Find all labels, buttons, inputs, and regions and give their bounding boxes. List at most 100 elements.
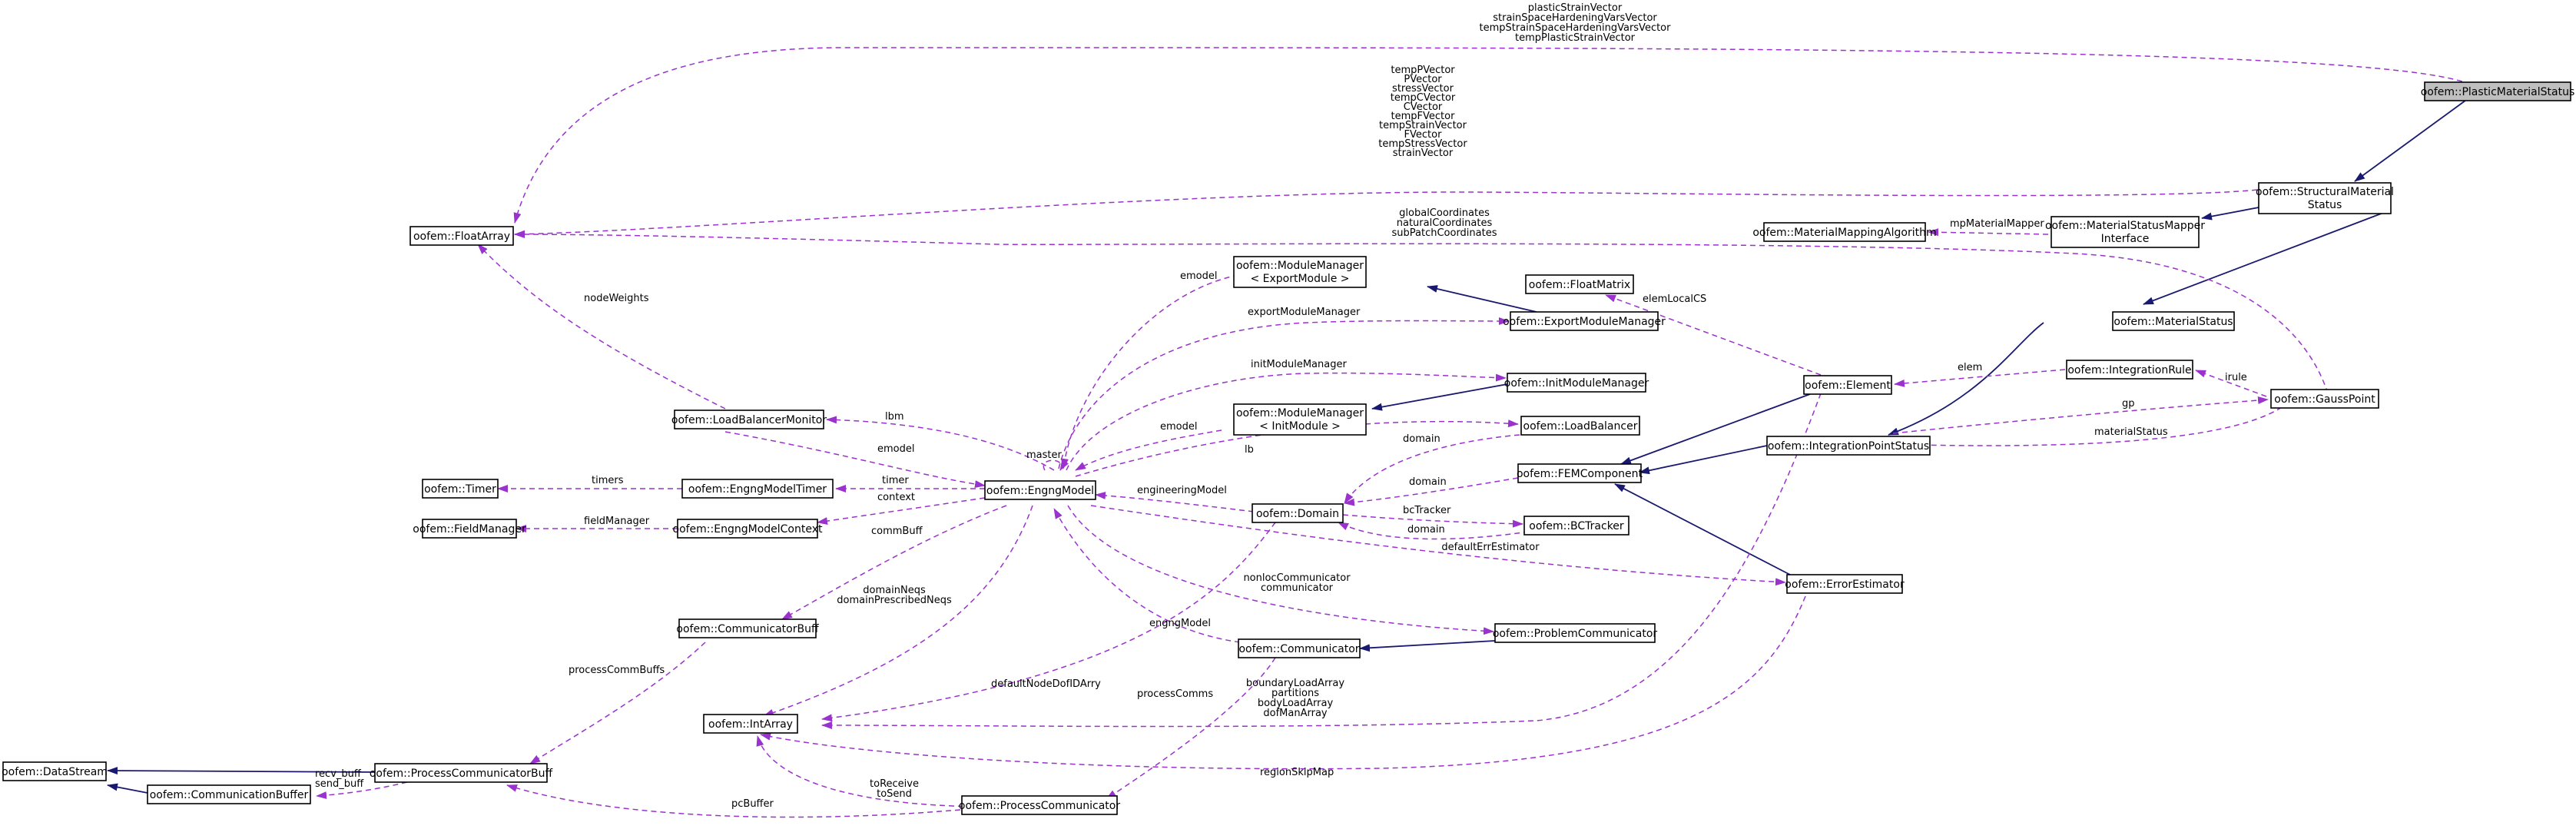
node-load-balancer[interactable]: oofem::LoadBalancer [1520, 416, 1640, 436]
label-boundary-load-0: boundaryLoadArray [1246, 678, 1344, 689]
edge-use-plastic-floatarray [513, 47, 2472, 224]
edge-inherit-problemcomm-communicator [1359, 640, 1496, 652]
label-domain-neqs-0: domainNeqs [863, 585, 926, 596]
node-problem-communicator[interactable]: oofem::ProblemCommunicator [1493, 623, 1658, 643]
label-master: master [1026, 449, 1062, 461]
edge-use-communicator-engng [1053, 508, 1241, 643]
edge-use-communicator-processcomm [1106, 657, 1276, 800]
edge-use-engng-initmm [1066, 372, 1507, 471]
svg-text:oofem::ProblemCommunicator: oofem::ProblemCommunicator [1493, 628, 1658, 640]
node-float-array[interactable]: oofem::FloatArray [409, 226, 514, 246]
edge-use-domain-engng [1095, 491, 1255, 512]
svg-text:oofem::ErrorEstimator: oofem::ErrorEstimator [1785, 579, 1905, 591]
label-struct-vectors-8: tempStressVector [1378, 138, 1467, 150]
node-domain[interactable]: oofem::Domain [1252, 503, 1344, 523]
label-plastic-vectors-1: strainSpaceHardeningVarsVector [1493, 12, 1657, 24]
edge-inherit-element-femcomponent [1620, 393, 1811, 465]
svg-text:oofem::StructuralMaterial: oofem::StructuralMaterial [2256, 186, 2394, 198]
node-export-module-manager[interactable]: oofem::ExportModuleManager [1503, 311, 1666, 331]
svg-text:< ExportModule >: < ExportModule > [1250, 273, 1349, 285]
edge-use-pcbuff-commbuffer [316, 781, 408, 800]
node-bc-tracker[interactable]: oofem::BCTracker [1523, 516, 1629, 536]
node-plastic-material-status[interactable]: oofem::PlasticMaterialStatus [2421, 81, 2575, 101]
node-communicator-buff[interactable]: oofem::CommunicatorBuff [676, 618, 819, 638]
node-engng-model-timer[interactable]: oofem::EngngModelTimer [681, 479, 834, 499]
svg-text:oofem::IntArray: oofem::IntArray [708, 718, 793, 731]
node-process-communicator[interactable]: oofem::ProcessCommunicator [959, 795, 1120, 815]
node-process-communicator-buff[interactable]: oofem::ProcessCommunicatorBuff [370, 763, 553, 783]
node-engng-model-context[interactable]: oofem::EngngModelContext [673, 519, 823, 539]
label-recv-send-0: recv_buff [315, 768, 362, 780]
label-struct-vectors-9: strainVector [1393, 148, 1454, 159]
node-timer[interactable]: oofem::Timer [422, 479, 499, 499]
edge-inherit-errorestimator-femcomponent [1614, 483, 1791, 575]
node-structural-material-status[interactable]: oofem::StructuralMaterial Status [2256, 182, 2394, 214]
node-data-stream[interactable]: oofem::DataStream [2, 761, 108, 781]
edge-use-gausspoint-integrationrule [2195, 370, 2267, 397]
label-timers: timers [592, 475, 624, 486]
label-struct-vectors-0: tempPVector [1391, 65, 1455, 76]
svg-text:oofem::ProcessCommunicatorBuff: oofem::ProcessCommunicatorBuff [370, 768, 553, 780]
node-communicator[interactable]: oofem::Communicator [1238, 638, 1361, 658]
svg-text:oofem::Domain: oofem::Domain [1256, 508, 1339, 520]
label-elem-local-cs: elemLocalCS [1643, 293, 1706, 305]
label-domain-lb: domain [1403, 433, 1441, 445]
svg-text:Status: Status [2308, 199, 2342, 211]
edge-inherit-materialstatus-ipstatus [1888, 322, 2044, 436]
node-engng-model[interactable]: oofem::EngngModel [984, 480, 1096, 500]
edge-use-element-intarray [821, 393, 1822, 730]
node-module-manager-export[interactable]: oofem::ModuleManager < ExportModule > [1233, 256, 1367, 288]
edge-use-engng-problemcomm [1067, 505, 1494, 635]
edge-use-mapper-algorithm [1928, 228, 2049, 237]
svg-text:oofem::EngngModel: oofem::EngngModel [986, 485, 1094, 497]
node-integration-point-status[interactable]: oofem::IntegrationPointStatus [1766, 436, 1931, 456]
label-struct-vectors-5: tempFVector [1391, 111, 1456, 122]
node-material-mapping-algorithm[interactable]: oofem::MaterialMappingAlgorithm [1752, 222, 1937, 242]
node-integration-rule[interactable]: oofem::IntegrationRule [2066, 360, 2193, 380]
node-error-estimator[interactable]: oofem::ErrorEstimator [1785, 574, 1905, 594]
node-float-matrix[interactable]: oofem::FloatMatrix [1525, 274, 1634, 294]
node-communication-buffer[interactable]: oofem::CommunicationBuffer [147, 784, 311, 804]
edge-use-bctracker-domain [1338, 522, 1530, 540]
label-boundary-load-1: partitions [1271, 688, 1319, 699]
node-field-manager[interactable]: oofem::FieldManager [413, 519, 526, 539]
edge-inherit-exportmm-modulemanager [1427, 285, 1537, 313]
label-plastic-vectors-2: tempStrainSpaceHardeningVarsVector [1480, 22, 1672, 34]
edge-use-lbm-floatarray [477, 244, 726, 410]
edge-use-element-floatmatrix [1605, 294, 1822, 376]
svg-text:oofem::GaussPoint: oofem::GaussPoint [2274, 393, 2375, 406]
label-export-module-manager: exportModuleManager [1248, 307, 1361, 318]
label-lb: lb [1245, 444, 1254, 456]
edge-inherit-pcbuff-datastream [107, 767, 376, 775]
svg-text:oofem::MaterialStatus: oofem::MaterialStatus [2114, 316, 2233, 328]
edge-use-engng-errorestimator [1090, 505, 1786, 586]
label-comm-buff: commBuff [871, 526, 923, 537]
label-domain-neqs-1: domainPrescribedNeqs [837, 595, 952, 606]
label-struct-vectors-7: FVector [1404, 129, 1443, 141]
node-module-manager-init[interactable]: oofem::ModuleManager < InitModule > [1233, 403, 1367, 436]
node-fem-component[interactable]: oofem::FEMComponent [1517, 463, 1643, 483]
node-gauss-point[interactable]: oofem::GaussPoint [2270, 389, 2379, 409]
node-material-status-mapper-interface[interactable]: oofem::MaterialStatusMapper Interface [2045, 216, 2205, 248]
svg-text:< InitModule >: < InitModule > [1259, 420, 1341, 433]
edge-use-ipstatus-gausspoint [1892, 396, 2269, 434]
label-to-receive-1: toSend [877, 788, 912, 800]
node-material-status[interactable]: oofem::MaterialStatus [2112, 311, 2235, 331]
svg-text:oofem::BCTracker: oofem::BCTracker [1529, 520, 1624, 532]
node-load-balancer-monitor[interactable]: oofem::LoadBalancerMonitor [671, 410, 827, 429]
node-init-module-manager[interactable]: oofem::InitModuleManager [1504, 373, 1649, 393]
edge-use-processcomm-intarray [756, 735, 992, 807]
svg-text:oofem::Communicator: oofem::Communicator [1238, 643, 1359, 655]
label-emodel-export: emodel [1180, 270, 1217, 282]
label-struct-vectors-6: tempStrainVector [1379, 120, 1467, 131]
label-nonloc-communicator-1: communicator [1261, 582, 1334, 594]
label-node-weights: nodeWeights [584, 293, 649, 304]
label-recv-send-1: send_buff [315, 778, 364, 790]
node-element[interactable]: oofem::Element [1803, 375, 1892, 395]
node-int-array[interactable]: oofem::IntArray [703, 714, 798, 734]
svg-text:oofem::DataStream: oofem::DataStream [2, 766, 108, 778]
label-context: context [877, 492, 915, 503]
label-plastic-vectors-3: tempPlasticStrainVector [1515, 32, 1636, 44]
label-struct-vectors-2: stressVector [1392, 83, 1454, 95]
